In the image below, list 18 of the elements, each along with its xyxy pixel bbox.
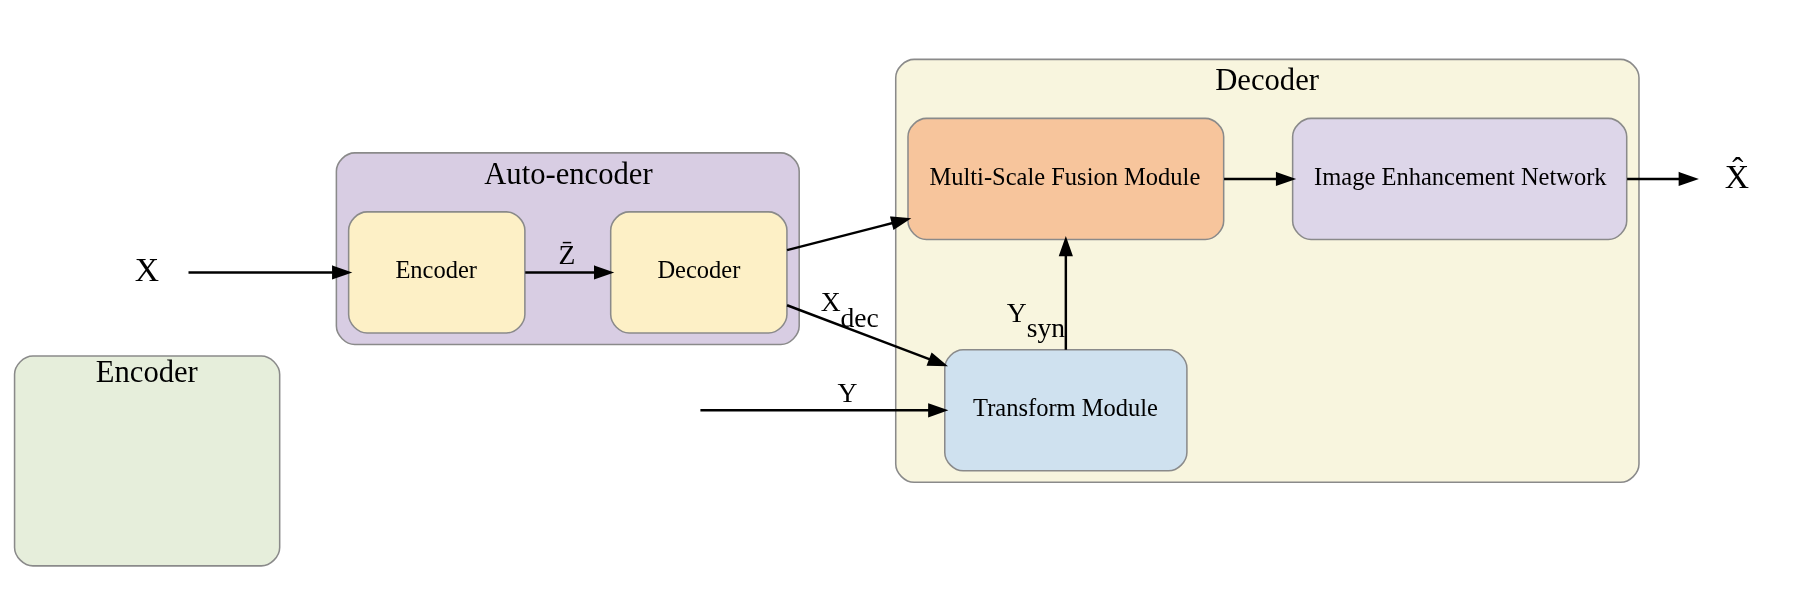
node-text: X — [134, 250, 160, 288]
node-box: Image Enhancement Network — [1291, 117, 1628, 241]
node-text: X̂ — [1724, 157, 1750, 195]
node-box: Decoder — [609, 211, 788, 334]
arrow — [700, 403, 949, 418]
arrow — [188, 265, 353, 280]
edge-label: Z̄ — [558, 238, 576, 270]
node-box: Encoder — [13, 355, 281, 567]
arrow — [525, 265, 615, 280]
arrow — [786, 216, 912, 252]
node-box: Encoder — [347, 211, 526, 334]
arrow — [1627, 171, 1699, 186]
arrow — [786, 304, 948, 367]
node-box: Multi-Scale Fusion Module — [907, 117, 1225, 241]
arrow — [1058, 235, 1073, 350]
edge-label: Y — [837, 376, 858, 408]
arrow — [1224, 171, 1297, 186]
node-box: Transform Module — [944, 349, 1188, 472]
